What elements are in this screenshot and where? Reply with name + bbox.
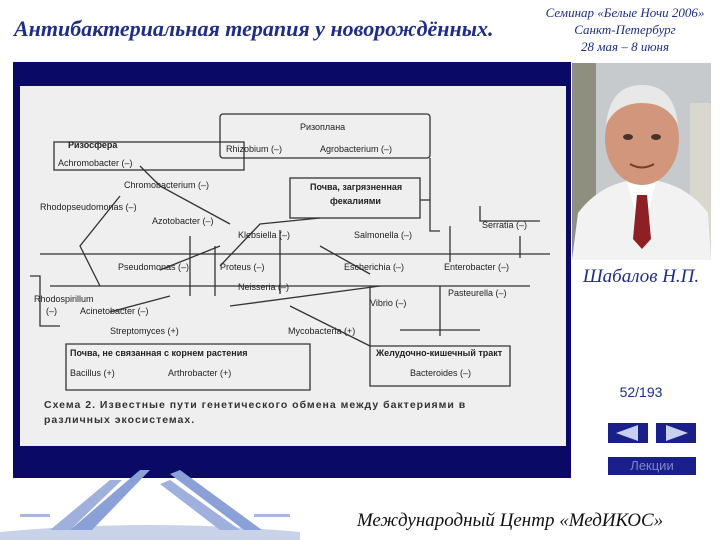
label-streptomyces: Streptomyces (+) (110, 326, 179, 336)
label-klebsiella: Klebsiella (–) (238, 230, 290, 240)
label-rhizobium: Rhizobium (–) (226, 144, 282, 154)
right-arrow-icon (666, 425, 688, 441)
label-pasteurella: Pasteurella (–) (448, 288, 507, 298)
label-rhodospirillum-sign: (–) (46, 306, 57, 316)
label-bacillus: Bacillus (+) (70, 368, 115, 378)
label-azotobacter: Azotobacter (–) (152, 216, 214, 226)
label-serratia: Serratia (–) (482, 220, 527, 230)
label-rhodospirillum: Rhodospirillum (34, 294, 94, 304)
drawbridge-logo (0, 470, 300, 540)
label-acinetobacter: Acinetobacter (–) (80, 306, 149, 316)
lectures-button[interactable]: Лекции (608, 457, 696, 475)
label-agrobacterium: Agrobacterium (–) (320, 144, 392, 154)
label-polluted-soil-1: Почва, загрязненная (310, 182, 402, 192)
label-gi-tract: Желудочно-кишечный тракт (375, 348, 503, 358)
author-name: Шабалов Н.П. (582, 266, 700, 287)
label-escherichia: Escherichia (–) (344, 262, 404, 272)
slide-counter: 52/193 (619, 384, 663, 400)
label-mycobacteria: Mycobacteria (+) (288, 326, 355, 336)
gene-exchange-diagram: Ризоплана Rhizobium (–) Agrobacterium (–… (30, 113, 550, 426)
footer-organization: Международный Центр «МедИКОС» (356, 510, 664, 531)
label-soil-unrelated: Почва, не связанная с корнем растения (70, 348, 248, 358)
seminar-line-1: Семинар «Белые Ночи 2006» (545, 5, 705, 20)
label-polluted-soil-2: фекалиями (330, 196, 381, 206)
label-enterobacter: Enterobacter (–) (444, 262, 509, 272)
label-chromobacterium: Chromobacterium (–) (124, 180, 209, 190)
left-arrow-icon (616, 425, 638, 441)
label-achromobacter: Achromobacter (–) (58, 158, 133, 168)
seminar-line-2: Санкт-Петербург (574, 22, 676, 37)
diagram-labels: Ризоплана Rhizobium (–) Agrobacterium (–… (34, 122, 527, 426)
label-arthrobacter: Arthrobacter (+) (168, 368, 231, 378)
diagram-image: Ризоплана Rhizobium (–) Agrobacterium (–… (20, 86, 566, 446)
seminar-info: Семинар «Белые Ночи 2006» Санкт-Петербур… (532, 4, 718, 55)
diagram-caption-line-2: различных экосистемах. (44, 414, 195, 426)
author-photo (572, 63, 711, 260)
label-rhizoplane: Ризоплана (300, 122, 345, 132)
slide-title: Антибактериальная терапия у новорождённы… (14, 16, 494, 41)
diagram-caption-line-1: Схема 2. Известные пути генетического об… (44, 399, 466, 411)
label-rhodopseudomonas: Rhodopseudomonas (–) (40, 202, 137, 212)
label-proteus: Proteus (–) (220, 262, 265, 272)
seminar-line-3: 28 мая – 8 июня (581, 39, 669, 54)
next-slide-button[interactable] (656, 423, 696, 443)
label-salmonella: Salmonella (–) (354, 230, 412, 240)
label-rhizosphere: Ризосфера (68, 140, 118, 150)
label-vibrio: Vibrio (–) (370, 298, 406, 308)
label-neisseria: Neisseria (–) (238, 282, 289, 292)
label-pseudomonas: Pseudomonas (–) (118, 262, 189, 272)
label-bacteroides: Bacteroides (–) (410, 368, 471, 378)
prev-slide-button[interactable] (608, 423, 648, 443)
